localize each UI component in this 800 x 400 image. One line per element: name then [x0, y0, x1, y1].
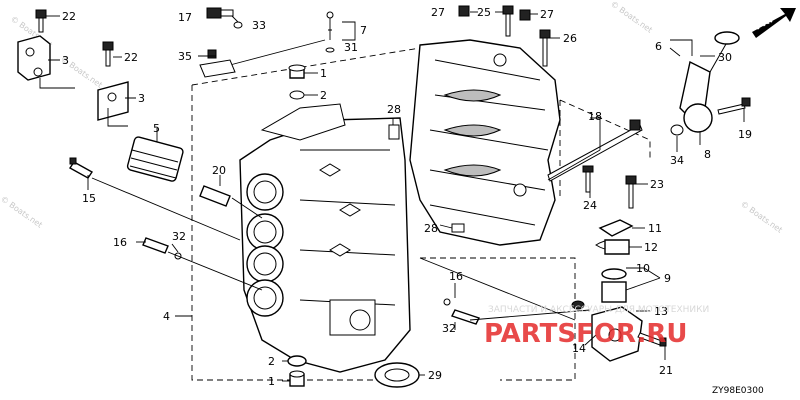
watermark-boats-net: © Boats.net	[0, 194, 44, 229]
callout-34: 34	[670, 154, 684, 167]
callout-10: 10	[636, 262, 650, 275]
callout-27: 27	[540, 8, 554, 21]
bolts-and-fittings	[17, 5, 751, 388]
callout-24: 24	[583, 199, 597, 212]
fr-arrow-icon: FR.	[752, 8, 796, 38]
callout-17: 17	[178, 11, 192, 24]
callout-25: 25	[477, 6, 491, 19]
callout-28: 28	[387, 103, 401, 116]
callout-30: 30	[718, 51, 732, 64]
assembly-frame	[191, 47, 651, 381]
callout-26: 26	[563, 32, 577, 45]
callout-31: 31	[344, 41, 358, 54]
callout-9: 9	[664, 272, 671, 285]
callout-23: 23	[650, 178, 664, 191]
callout-22: 22	[62, 10, 76, 23]
callout-8: 8	[704, 148, 711, 161]
callout-12: 12	[644, 241, 658, 254]
shop-caption: ЗАПЧАСТИ И АКСЕССУАРЫ ДЛЯ МОТОТЕХНИКИ	[488, 305, 709, 315]
callout-14: 14	[572, 342, 586, 355]
callout-20: 20	[212, 164, 226, 177]
callout-6: 6	[655, 40, 662, 53]
callout-11: 11	[648, 222, 662, 235]
callout-15: 15	[82, 192, 96, 205]
callout-21: 21	[659, 364, 673, 377]
callout-labels: 22 3 22 3 17 33 7 31 35 1 2 27 25 27 26 …	[62, 6, 752, 388]
callout-29: 29	[428, 369, 442, 382]
callout-2: 2	[268, 355, 275, 368]
callout-16: 16	[449, 270, 463, 283]
cylinder-block	[239, 103, 411, 373]
callout-3: 3	[138, 92, 145, 105]
callout-16: 16	[113, 236, 127, 249]
callout-18: 18	[588, 110, 602, 123]
callout-1: 1	[268, 375, 275, 388]
callout-1: 1	[320, 67, 327, 80]
callout-7: 7	[360, 24, 367, 37]
callout-13: 13	[654, 305, 668, 318]
callout-4: 4	[163, 310, 170, 323]
callout-35: 35	[178, 50, 192, 63]
callout-28: 28	[424, 222, 438, 235]
crankcase	[409, 39, 561, 246]
leader-lines	[39, 11, 745, 382]
callout-32: 32	[442, 322, 456, 335]
callout-3: 3	[62, 54, 69, 67]
callout-32: 32	[172, 230, 186, 243]
shop-brand: PARTSFOR.RU	[484, 319, 687, 349]
watermark-boats-net: © Boats.net	[739, 199, 784, 234]
shop-watermark: ЗАПЧАСТИ И АКСЕССУАРЫ ДЛЯ МОТОТЕХНИКИ PA…	[484, 305, 709, 349]
callout-5: 5	[153, 122, 160, 135]
callout-33: 33	[252, 19, 266, 32]
callout-22: 22	[124, 51, 138, 64]
diagram-code: ZY98E0300	[712, 386, 764, 396]
watermark-boats-net: © Boats.net	[609, 0, 654, 35]
callout-2: 2	[320, 89, 327, 102]
callout-19: 19	[738, 128, 752, 141]
callout-27: 27	[431, 6, 445, 19]
